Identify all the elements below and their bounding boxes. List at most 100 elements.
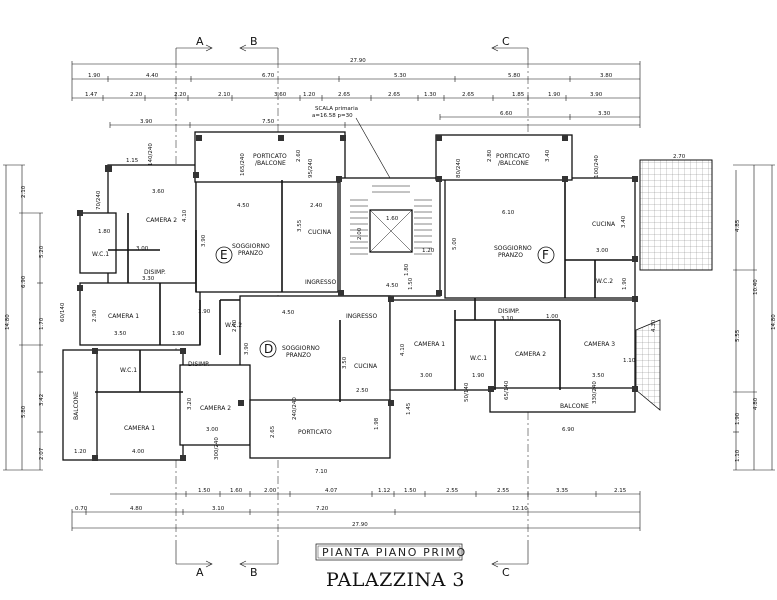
room-dim-28: 3.00	[596, 248, 609, 254]
unit-letter-f: F	[542, 248, 549, 262]
room-dim-49: 1.90	[622, 277, 628, 290]
room-dim-21: 3.50	[342, 356, 348, 369]
room-dim-37: 2.70	[673, 154, 686, 160]
dim-left-g: 2.07	[39, 447, 45, 460]
room-pranzo-f: PRANZO	[498, 252, 523, 259]
top-dimension-chains: 27.90 1.90 4.40 6.70 5.30 5.80 3.80 1.47…	[71, 58, 641, 128]
opening-2: 140/240	[148, 143, 154, 166]
section-label-a-top: A	[196, 35, 204, 48]
room-dim-4: 1.80	[98, 229, 111, 235]
dim-bottom-6: 1.50	[404, 488, 417, 494]
dim-top-r2-6: 1.20	[303, 92, 316, 98]
dim-bottom-total: 27.90	[352, 522, 368, 528]
room-disimp-f: DISIMP.	[498, 308, 520, 315]
room-wc1-f: W.C.1	[470, 355, 487, 362]
section-label-a-bottom: A	[196, 566, 204, 579]
room-dim-12: 2.40	[310, 203, 323, 209]
dim-top-3: 6.70	[262, 73, 275, 79]
section-label-b-top: B	[250, 35, 258, 48]
room-soggiorno-d: SOGGIORNO	[282, 345, 320, 352]
room-porticato-e: PORTICATO	[253, 153, 287, 160]
section-label-b-bottom: B	[250, 566, 258, 579]
dim-bottom-r2-2: 4.80	[130, 506, 143, 512]
room-camera3-f: CAMERA 3	[584, 341, 615, 348]
room-dim-47: 3.40	[545, 149, 551, 162]
dim-left-b: 6.90	[21, 275, 27, 288]
room-dim-39: 2.40	[232, 319, 238, 332]
dim-top-6: 3.80	[600, 73, 613, 79]
room-dim-6: 3.50	[114, 331, 127, 337]
room-pranzo-d: PRANZO	[286, 352, 311, 359]
dim-right-e: 1.90	[735, 412, 741, 425]
room-dim-45: 2.60	[296, 149, 302, 162]
room-wc2-d: W.C.2	[225, 322, 242, 329]
dim-top-1: 1.90	[88, 73, 101, 79]
dim-top-r2-12: 1.90	[548, 92, 561, 98]
right-dimension-chains: 14.80 4.85 5.55 10.40 1.10 1.90 4.80	[733, 164, 777, 471]
dim-right-d: 1.10	[735, 449, 741, 462]
dim-top-r2-8: 2.65	[388, 92, 401, 98]
room-dim-31: 1.00	[546, 314, 559, 320]
room-dim-14: 4.50	[386, 283, 399, 289]
room-dim-18: 1.20	[422, 248, 435, 254]
room-dim-1: 1.15	[126, 158, 139, 164]
opening-5: 80/240	[456, 158, 462, 178]
building-outline	[62, 131, 713, 461]
dim-right-outer: 14.80	[771, 314, 777, 330]
room-camera1-southwest: CAMERA 1	[124, 425, 155, 432]
room-dim-46: 2.80	[487, 149, 493, 162]
room-dim-44: 1.10	[623, 358, 636, 364]
dim-top-r3-3: 6.60	[500, 111, 513, 117]
room-dim-20: 3.90	[244, 342, 250, 355]
dim-left-d: 5.20	[39, 245, 45, 258]
room-dim-42: 1.45	[406, 402, 412, 415]
room-dim-29: 3.40	[621, 215, 627, 228]
room-dim-5: 3.90	[201, 234, 207, 247]
stair-annotation: SCALA primaria a=16.58 p=30	[312, 106, 391, 179]
room-dim-33: 3.00	[420, 373, 433, 379]
room-balcone-e: /BALCONE	[255, 160, 286, 167]
room-porticato-d: PORTICATO	[298, 429, 332, 436]
dim-top-r2-10: 2.65	[462, 92, 475, 98]
dim-left-outer: 14.80	[5, 314, 11, 330]
room-dim-26: 6.10	[502, 210, 515, 216]
dim-bottom-5: 1.12	[378, 488, 390, 494]
room-dim-15: 1.80	[404, 263, 410, 276]
dim-right-a: 4.85	[735, 219, 741, 232]
opening-10: 330/240	[592, 381, 598, 404]
room-dimensions: 1.15 3.60 4.10 1.80 3.90 3.50 1.90 3.30 …	[74, 149, 686, 475]
dim-bottom-2: 1.60	[230, 488, 243, 494]
dim-bottom-r2-3: 3.10	[212, 506, 225, 512]
dim-bottom-r2-1: 0.70	[75, 506, 88, 512]
section-label-c-top: C	[502, 35, 510, 48]
room-dim-50: 1.90	[198, 309, 211, 315]
room-camera2-d: CAMERA 2	[200, 405, 231, 412]
opening-12: 300/240	[214, 437, 220, 460]
room-dim-10: 4.00	[132, 449, 145, 455]
dim-top-r2-9: 1.30	[424, 92, 437, 98]
room-dim-51: 1.50	[408, 277, 414, 290]
opening-6: 70/240	[96, 190, 102, 210]
unit-letter-e: E	[220, 248, 228, 262]
room-dim-30: 3.10	[501, 316, 514, 322]
opening-7: 50/140	[464, 382, 470, 402]
room-dim-35: 3.50	[592, 373, 605, 379]
opening-11: 240/240	[292, 397, 298, 420]
room-soggiorno-e: SOGGIORNO	[232, 243, 270, 250]
dim-top-r3-2: 7.50	[262, 119, 275, 125]
room-pranzo-e: PRANZO	[238, 250, 263, 257]
room-dim-3: 4.10	[182, 209, 188, 222]
stair-steps	[350, 185, 432, 255]
unit-letter-d: D	[264, 342, 273, 356]
section-label-c-bottom: C	[502, 566, 510, 579]
dim-bottom-r2-4: 7.20	[316, 506, 329, 512]
room-porticato-f: PORTICATO	[496, 153, 530, 160]
opening-4: 100/240	[594, 155, 600, 178]
room-wc1-west: W.C.1	[92, 251, 109, 258]
structural-columns	[77, 135, 638, 461]
section-markers-bottom: A B C	[175, 540, 529, 579]
dim-top-r2-7: 2.65	[338, 92, 351, 98]
room-dim-40: 2.65	[270, 425, 276, 438]
room-camera2-west: CAMERA 2	[146, 217, 177, 224]
